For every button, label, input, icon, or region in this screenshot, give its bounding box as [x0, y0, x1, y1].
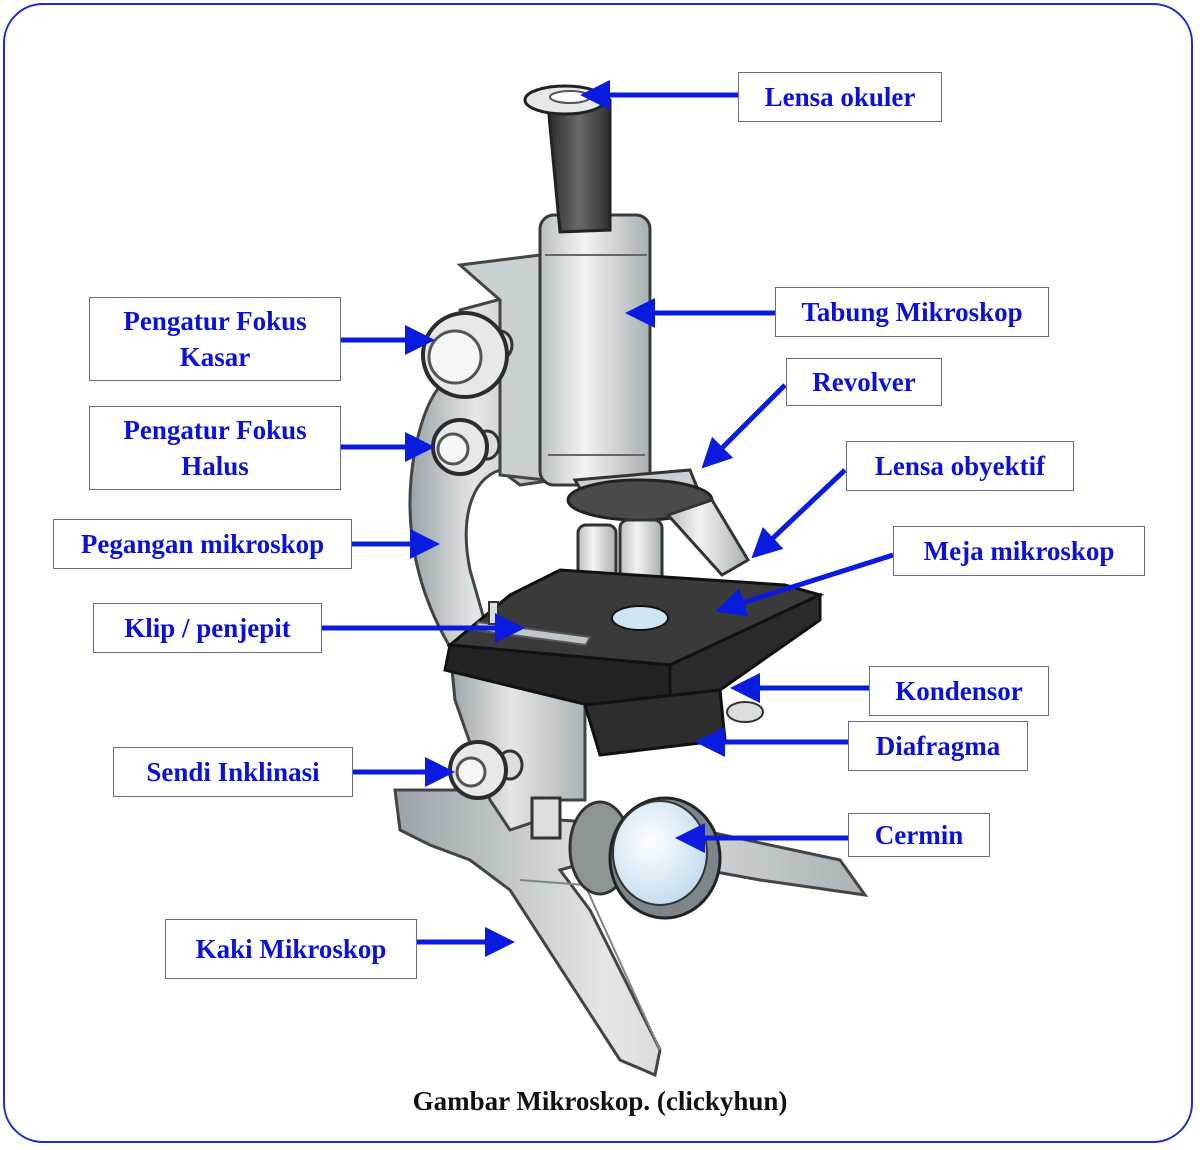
label-diafragma: Diafragma [848, 721, 1028, 771]
label-pengatur-fokus-halus: Pengatur Fokus Halus [89, 406, 341, 490]
pointer-arrows [322, 80, 894, 957]
label-klip-penjepit: Klip / penjepit [93, 603, 322, 653]
eyepiece [523, 84, 612, 234]
arrow-revolver [701, 383, 787, 469]
label-kondensor: Kondensor [869, 666, 1049, 716]
label-meja-mikroskop: Meja mikroskop [893, 526, 1145, 576]
body-tube [538, 213, 652, 487]
diagram-frame [3, 3, 1193, 1143]
inclination-joint-knob [448, 740, 524, 800]
arrow-meja-mikroskop [715, 552, 894, 617]
label-lensa-obyektif: Lensa obyektif [846, 441, 1074, 491]
label-revolver: Revolver [786, 358, 942, 406]
label-cermin: Cermin [848, 813, 990, 857]
coarse-focus-knob [421, 311, 514, 399]
label-pegangan-mikroskop: Pegangan mikroskop [53, 519, 352, 569]
label-pengatur-fokus-kasar: Pengatur Fokus Kasar [89, 297, 341, 381]
figure-caption: Gambar Mikroskop. (clickyhun) [412, 1086, 788, 1116]
label-lensa-okuler: Lensa okuler [738, 72, 942, 122]
arrow-lensa-obyektif [751, 468, 847, 559]
label-sendi-inklinasi: Sendi Inklinasi [113, 747, 353, 797]
label-tabung-mikroskop: Tabung Mikroskop [775, 287, 1049, 337]
revolver-nosepiece [566, 468, 714, 522]
label-kaki-mikroskop: Kaki Mikroskop [165, 919, 417, 979]
